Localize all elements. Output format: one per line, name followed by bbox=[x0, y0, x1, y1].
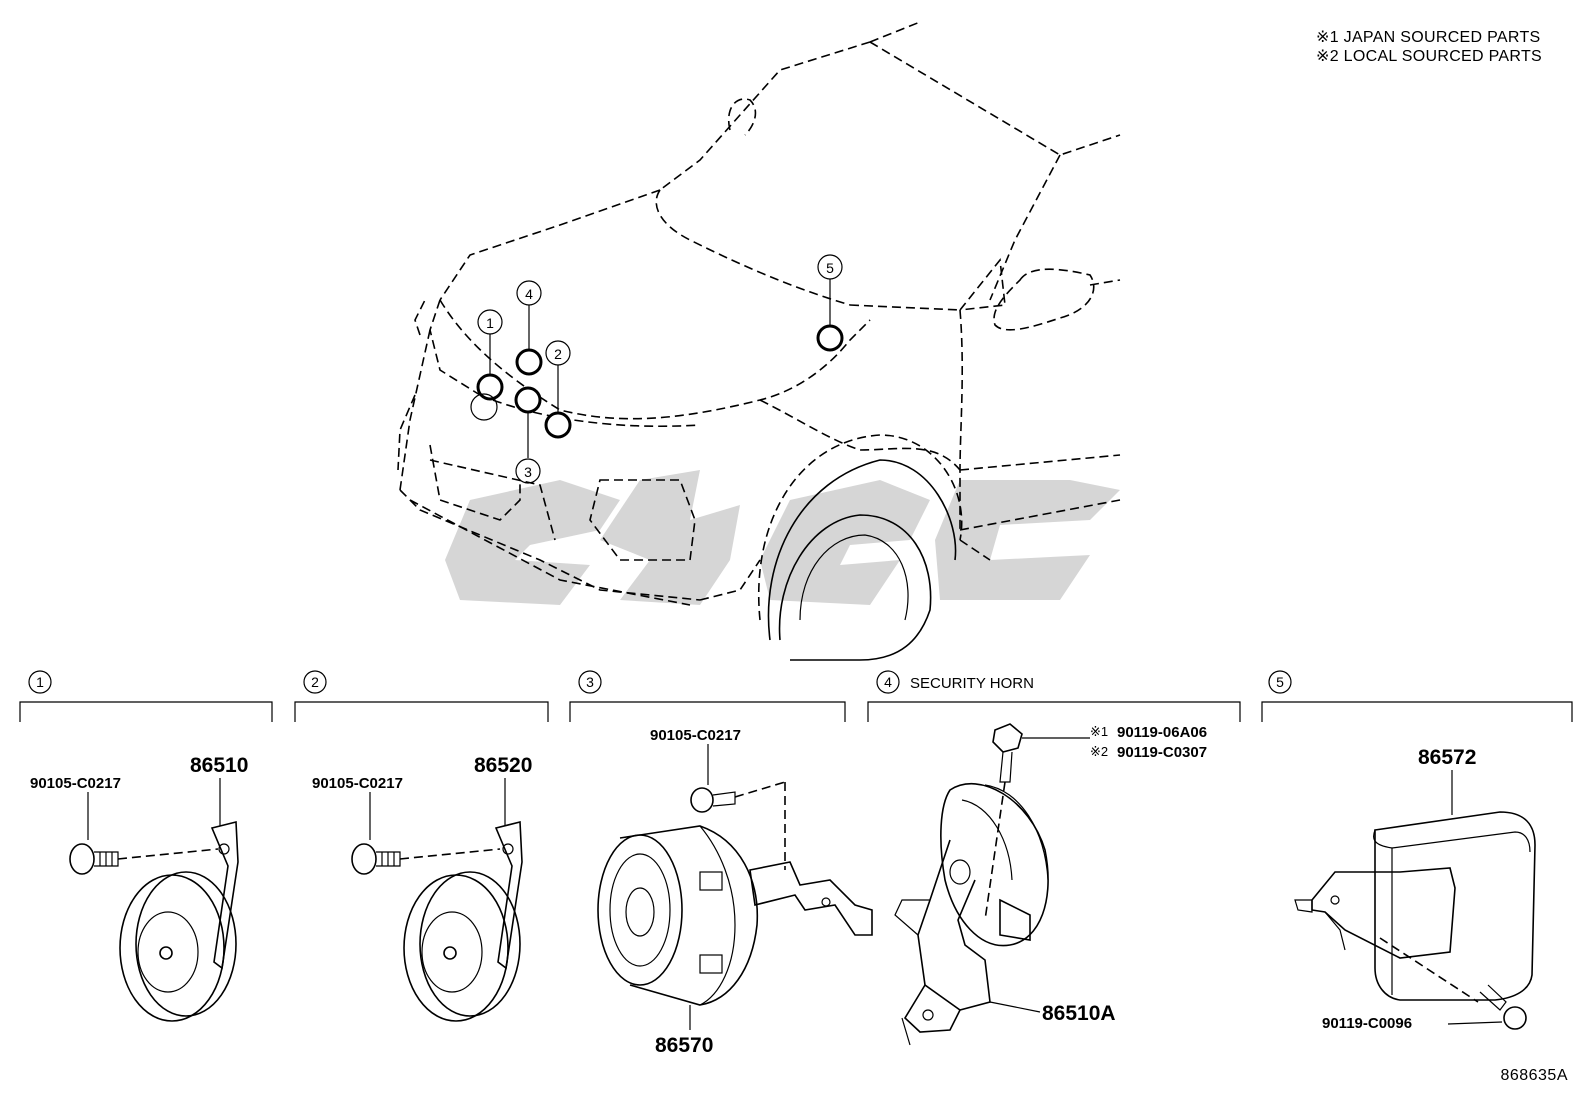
part-number-90105-C0217: 90105-C0217 bbox=[30, 775, 121, 792]
callout-2-label: 2 bbox=[554, 346, 562, 362]
section-2-number: 2 bbox=[311, 674, 319, 690]
section-1-number: 1 bbox=[36, 674, 44, 690]
part-number-86572: 86572 bbox=[1418, 746, 1476, 769]
callout-3-circle bbox=[515, 458, 541, 484]
callout-3-label: 3 bbox=[524, 464, 532, 480]
part-number-86510: 86510 bbox=[190, 754, 248, 777]
marker-4 bbox=[515, 348, 543, 376]
watermark-logo bbox=[445, 470, 1120, 605]
part-number-86510A: 86510A bbox=[1042, 1002, 1116, 1025]
section-1-number-circle bbox=[28, 670, 52, 694]
section-4-number-circle bbox=[876, 670, 900, 694]
legend: ※1 JAPAN SOURCED PARTS ※2 LOCAL SOURCED … bbox=[1316, 28, 1542, 66]
japan-sourced-mark: ※1 bbox=[1090, 724, 1108, 739]
section-3-parts: 90105-C0217 86570 bbox=[597, 727, 873, 1057]
part-number-90119-C0096: 90119-C0096 bbox=[1322, 1015, 1412, 1032]
section-4-parts: ※1 90119-06A06 ※2 90119-C0307 86510A bbox=[894, 723, 1207, 1046]
callout-5-label: 5 bbox=[826, 260, 834, 276]
legend-note-japan: ※1 JAPAN SOURCED PARTS bbox=[1316, 29, 1541, 46]
marker-5 bbox=[816, 324, 844, 352]
callout-markers: 1 4 2 3 5 bbox=[470, 254, 844, 484]
part-number-86570: 86570 bbox=[655, 1034, 713, 1057]
section-4-number: 4 bbox=[884, 674, 892, 690]
section-headers: 1 2 3 4 SECURITY HORN 5 bbox=[19, 670, 1573, 722]
part-number-90119-C0307: 90119-C0307 bbox=[1117, 744, 1207, 761]
marker-3 bbox=[514, 386, 542, 414]
section-2-parts: 90105-C0217 86520 bbox=[312, 754, 532, 1022]
drawing-code: 868635A bbox=[1500, 1067, 1568, 1084]
section-3-number: 3 bbox=[586, 674, 594, 690]
legend-note-local: ※2 LOCAL SOURCED PARTS bbox=[1316, 48, 1542, 65]
part-number-90119-06A06: 90119-06A06 bbox=[1117, 724, 1207, 741]
part-number-86520: 86520 bbox=[474, 754, 532, 777]
section-4-title: SECURITY HORN bbox=[910, 675, 1034, 692]
part-number-90105-C0217: 90105-C0217 bbox=[650, 727, 741, 744]
callout-4-label: 4 bbox=[525, 286, 533, 302]
local-sourced-mark: ※2 bbox=[1090, 744, 1108, 759]
section-2-number-circle bbox=[303, 670, 327, 694]
marker-1 bbox=[476, 373, 504, 401]
section-3-number-circle bbox=[578, 670, 602, 694]
marker-2 bbox=[544, 411, 572, 439]
section-5-parts: 86572 90119-C0096 bbox=[1294, 746, 1536, 1032]
callout-1-label: 1 bbox=[486, 315, 494, 331]
section-5-number-circle bbox=[1268, 670, 1292, 694]
part-number-90105-C0217: 90105-C0217 bbox=[312, 775, 403, 792]
section-5-number: 5 bbox=[1276, 674, 1284, 690]
vehicle-outline bbox=[397, 21, 1121, 661]
section-1-parts: 90105-C0217 86510 bbox=[30, 754, 248, 1022]
